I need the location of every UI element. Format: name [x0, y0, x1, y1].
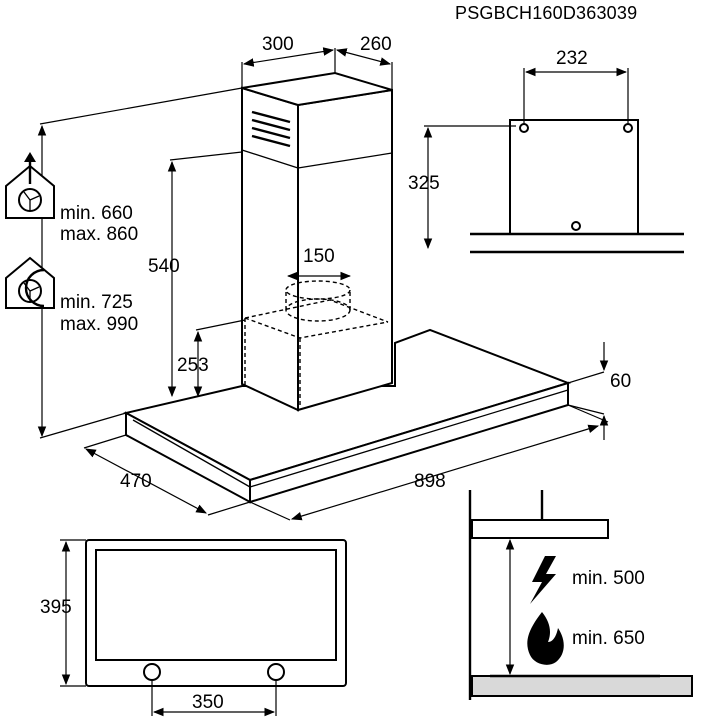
recirculation-min: min. 725: [60, 292, 133, 313]
bracket-hole-left: [519, 123, 529, 133]
dim-canopy-depth: 470: [120, 471, 152, 492]
clearance-view: [468, 490, 693, 700]
recirculation-mode-icon: [5, 256, 55, 309]
bottom-view: 395 350: [40, 539, 347, 717]
dim-duct-diameter: 150: [303, 246, 335, 267]
dim-bottom-spacing: 350: [192, 692, 224, 713]
dim-canopy-thickness: 60: [610, 371, 631, 392]
filter-panel: [95, 549, 337, 661]
recirculation-max: max. 990: [60, 314, 138, 335]
bracket-detail: 232 325: [408, 48, 684, 254]
dim-bracket-width: 232: [556, 48, 588, 69]
dim-bottom-depth: 395: [40, 597, 72, 618]
clearance-gas: min. 650: [572, 628, 645, 649]
dim-duct-offset: 253: [177, 355, 209, 376]
clearance-electric: min. 500: [572, 568, 645, 589]
extraction-mode-icon: [5, 152, 55, 219]
light-right: [267, 663, 285, 681]
chimney-front: [241, 86, 299, 412]
product-code: PSGBCH160D363039: [455, 3, 637, 23]
hood-side-profile: [471, 519, 609, 539]
dim-chimney-width: 300: [262, 34, 294, 55]
dim-bracket-height: 325: [408, 173, 440, 194]
dim-height-range: 540: [148, 256, 180, 277]
chimney-vent-slots: [251, 110, 291, 148]
lightning-icon: [530, 556, 556, 604]
hood-main-view: 300 260 540 253 150 60 470 898: [37, 34, 631, 521]
extraction-min: min. 660: [60, 203, 133, 224]
dim-chimney-depth: 260: [360, 34, 392, 55]
bracket-hole-bottom: [571, 221, 581, 231]
extraction-max: max. 860: [60, 224, 138, 245]
hob-surface: [471, 675, 693, 697]
flame-icon: [527, 612, 564, 665]
dim-canopy-width: 898: [414, 471, 446, 492]
light-left: [143, 663, 161, 681]
bracket-plate: [509, 119, 639, 235]
hidden-motor-box: [244, 280, 389, 405]
bracket-hole-right: [623, 123, 633, 133]
